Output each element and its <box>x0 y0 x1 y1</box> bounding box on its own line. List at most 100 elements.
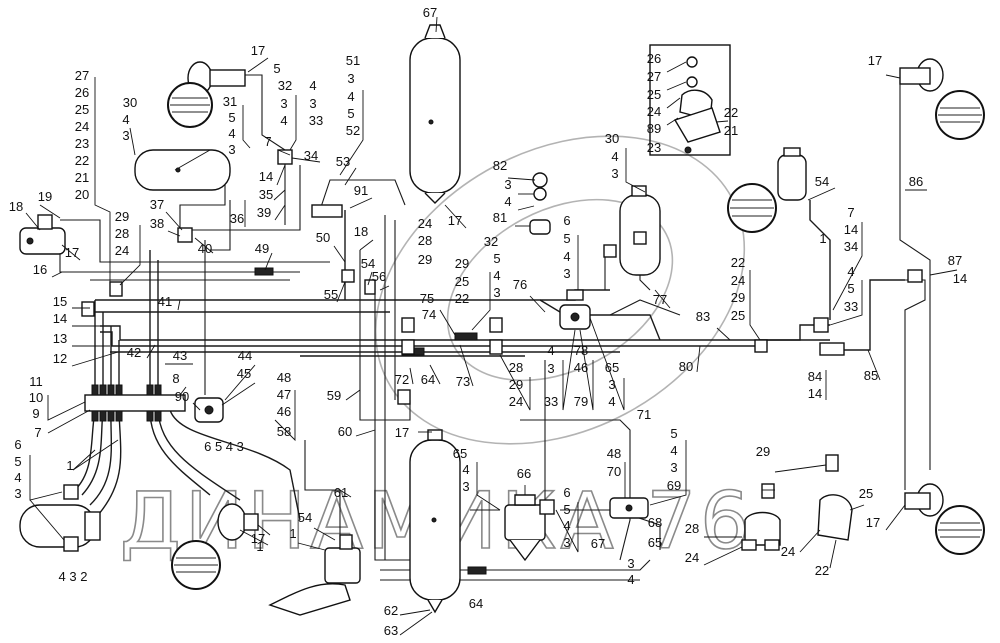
callout-c65c: 65 <box>648 535 662 550</box>
callout-c1a: 1 <box>66 458 73 473</box>
callout-c9: 9 <box>32 406 39 421</box>
callout-c64b: 64 <box>469 596 483 611</box>
callout-c6543: 6 5 4 3 <box>204 439 244 454</box>
callout-c86: 86 <box>909 174 923 189</box>
callout-c3f: 3 <box>14 486 21 501</box>
callout-c34a: 34 <box>304 148 318 163</box>
callout-c7c: 7 <box>847 205 854 220</box>
distribution-block <box>84 384 186 422</box>
wheel-drum-4 <box>935 90 985 140</box>
callout-c4n: 4 <box>462 462 469 477</box>
callout-c43: 43 <box>173 348 187 363</box>
brake-chamber-top-right <box>899 58 944 92</box>
callout-c82: 82 <box>493 158 507 173</box>
callout-c33a: 33 <box>309 113 323 128</box>
callout-c90: 90 <box>175 389 189 404</box>
callout-c5f: 5 <box>563 231 570 246</box>
callout-c29c: 29 <box>455 256 469 271</box>
callout-c51: 51 <box>346 53 360 68</box>
callout-c6a: 6 <box>14 437 21 452</box>
callout-c12: 12 <box>53 351 67 366</box>
callout-c5g: 5 <box>847 281 854 296</box>
callout-c4c: 4 <box>347 89 354 104</box>
relay-valve-bottom <box>268 534 361 616</box>
callout-c5i: 5 <box>670 426 677 441</box>
callout-c17c: 17 <box>448 213 462 228</box>
wheel-drum-1 <box>167 82 213 128</box>
callout-c3p: 3 <box>627 556 634 571</box>
callout-c67b: 67 <box>591 536 605 551</box>
callout-c3d: 3 <box>122 128 129 143</box>
callout-c4h: 4 <box>563 249 570 264</box>
callout-c3j: 3 <box>547 361 554 376</box>
callout-c32b: 32 <box>484 234 498 249</box>
callout-c27a: 27 <box>75 68 89 83</box>
callout-c70: 70 <box>607 464 621 479</box>
callout-c22c: 22 <box>724 105 738 120</box>
callout-c49: 49 <box>255 241 269 256</box>
callout-c3e: 3 <box>228 142 235 157</box>
callout-c52: 52 <box>346 123 360 138</box>
callout-c17d: 17 <box>251 531 265 546</box>
callout-c4k: 4 <box>608 394 615 409</box>
callout-c6c: 6 <box>563 485 570 500</box>
callout-c4l: 4 <box>611 149 618 164</box>
callout-c44: 44 <box>238 348 252 363</box>
callout-c24b: 24 <box>115 243 129 258</box>
callout-c4d: 4 <box>122 112 129 127</box>
callout-c4q: 4 <box>627 572 634 587</box>
brake-chamber-mid-right <box>777 147 807 201</box>
callout-c25c: 25 <box>647 87 661 102</box>
wheel-drum-5 <box>935 505 985 555</box>
callout-c83: 83 <box>696 309 710 324</box>
callout-c33c: 33 <box>844 299 858 314</box>
callout-c33b: 33 <box>544 394 558 409</box>
air-dryer <box>504 485 546 562</box>
callout-c38: 38 <box>150 216 164 231</box>
clamp-detail-top <box>649 44 731 156</box>
callout-c14b: 14 <box>53 311 67 326</box>
callout-c29b: 29 <box>418 252 432 267</box>
callout-c25d: 25 <box>731 308 745 323</box>
callout-c32a: 32 <box>278 78 292 93</box>
callout-c34b: 34 <box>844 239 858 254</box>
callout-c432: 4 3 2 <box>59 569 88 584</box>
callout-c24d: 24 <box>509 394 523 409</box>
callout-c1d: 1 <box>819 231 826 246</box>
callout-c4j: 4 <box>547 343 554 358</box>
callout-c5d: 5 <box>14 454 21 469</box>
callout-c58: 58 <box>277 424 291 439</box>
callout-c1c: 1 <box>289 526 296 541</box>
callout-c4a: 4 <box>280 113 287 128</box>
callout-c40: 40 <box>198 241 212 256</box>
air-receiver-top <box>409 24 461 204</box>
callout-c50: 50 <box>316 230 330 245</box>
callout-c3a: 3 <box>280 96 287 111</box>
callout-c17a: 17 <box>251 43 265 58</box>
callout-c4i: 4 <box>504 194 511 209</box>
callout-c24e: 24 <box>647 104 661 119</box>
callout-c11: 11 <box>29 374 43 389</box>
callout-c4p: 4 <box>670 443 677 458</box>
callout-c66: 66 <box>517 466 531 481</box>
callout-c48a: 48 <box>277 370 291 385</box>
air-receiver-right <box>619 185 661 276</box>
callout-c26b: 26 <box>647 51 661 66</box>
callout-c28d: 28 <box>685 521 699 536</box>
callout-c18b: 18 <box>354 224 368 239</box>
callout-c76: 76 <box>513 277 527 292</box>
callout-c3i: 3 <box>504 177 511 192</box>
callout-c4e: 4 <box>228 126 235 141</box>
callout-c14c: 14 <box>844 222 858 237</box>
callout-c59: 59 <box>327 388 341 403</box>
callout-c3n: 3 <box>563 535 570 550</box>
callout-c30b: 30 <box>605 131 619 146</box>
callout-c56: 56 <box>372 269 386 284</box>
callout-c6b: 6 <box>563 213 570 228</box>
callout-c3h: 3 <box>563 266 570 281</box>
callout-c35: 35 <box>259 187 273 202</box>
callout-c68: 68 <box>648 515 662 530</box>
callout-c24c: 24 <box>418 216 432 231</box>
callout-c17g: 17 <box>866 515 880 530</box>
callout-c7b: 7 <box>34 425 41 440</box>
